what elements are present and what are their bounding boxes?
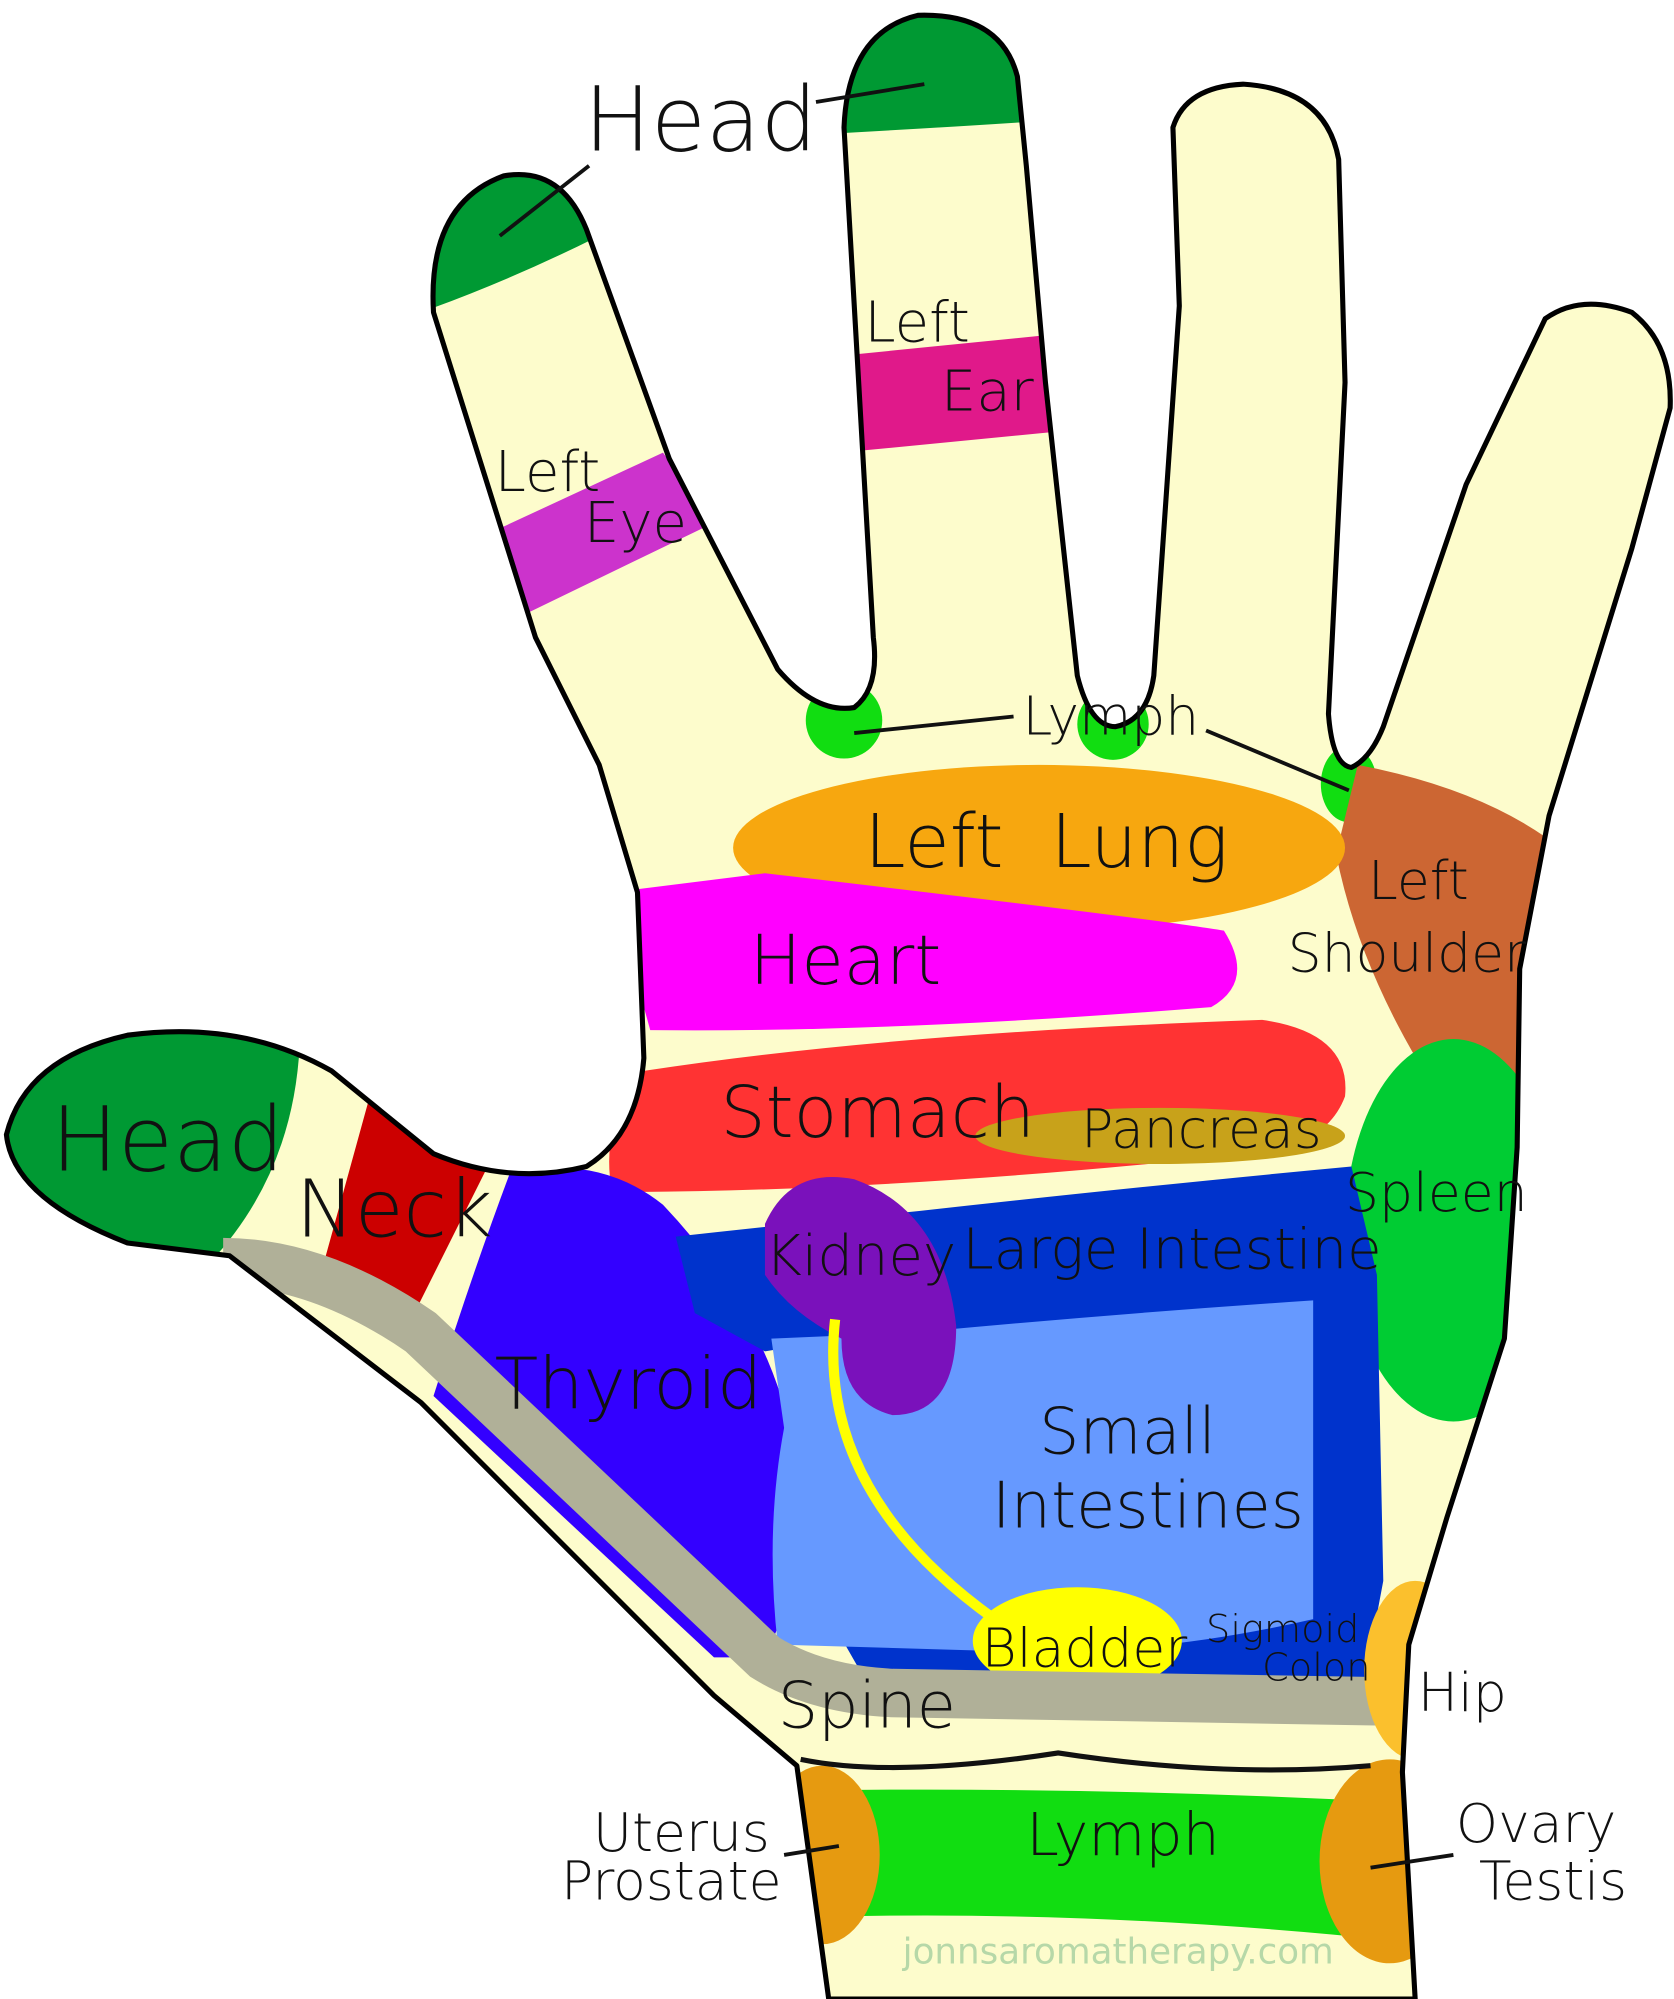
label-stomach: Stomach xyxy=(720,1071,1035,1154)
wrist-lymph-zone xyxy=(764,1789,1428,1945)
label-lymph-fingers: Lymph xyxy=(1022,684,1199,747)
label-kidney: Kidney xyxy=(765,1224,956,1289)
label-head-index: Head xyxy=(584,68,817,172)
label-pancreas: Pancreas xyxy=(1081,1097,1322,1160)
head-zone-middle xyxy=(815,15,1046,134)
spine-zone xyxy=(222,1237,1416,1727)
kidney-zone xyxy=(764,1176,957,1416)
label-thyroid: Thyroid xyxy=(495,1343,763,1426)
leader-lymph-1 xyxy=(854,714,1014,735)
label-sigmoid-colon-2: Colon xyxy=(1262,1646,1370,1690)
label-uterus-prostate-2: Prostate xyxy=(561,1850,782,1913)
label-left-ear-2: Ear xyxy=(941,360,1034,425)
label-heart: Heart xyxy=(750,921,942,1001)
head-zone-thumb xyxy=(6,994,300,1263)
label-ovary-testis-1: Ovary xyxy=(1456,1792,1616,1855)
uterus-prostate-zone xyxy=(764,1765,880,1945)
label-left-eye-2: Eye xyxy=(584,491,687,556)
label-head-thumb: Head xyxy=(51,1088,284,1192)
label-left-eye-1: Left xyxy=(495,440,601,505)
leader-head-index xyxy=(498,164,591,238)
ureter xyxy=(828,1318,998,1624)
label-spleen: Spleen xyxy=(1345,1161,1528,1224)
leader-uterus xyxy=(783,1844,840,1857)
label-bladder: Bladder xyxy=(982,1616,1188,1679)
leader-ovary xyxy=(1370,1853,1454,1870)
label-sigmoid-colon-1: Sigmoid xyxy=(1206,1608,1359,1652)
label-left-shoulder-2: Shoulder xyxy=(1288,921,1526,984)
leader-lymph-3 xyxy=(1205,728,1350,793)
left-ear-zone xyxy=(828,334,1065,453)
label-ovary-testis-2: Testis xyxy=(1479,1850,1627,1913)
watermark: jonnsaromatherapy.com xyxy=(902,1931,1334,1972)
label-uterus-prostate-1: Uterus xyxy=(593,1801,770,1864)
left-eye-zone xyxy=(484,452,714,619)
label-small-intestines-2: Intestines xyxy=(992,1469,1304,1543)
label-lymph-wrist: Lymph xyxy=(1026,1801,1219,1869)
label-spine: Spine xyxy=(778,1669,956,1743)
pancreas-zone xyxy=(975,1107,1346,1164)
lymph-spot-1 xyxy=(805,682,883,759)
ovary-testis-zone xyxy=(1319,1759,1460,1964)
wrist-crease xyxy=(800,1750,1371,1773)
heart-zone xyxy=(611,873,1238,1031)
label-left-ear-1: Left xyxy=(864,291,970,356)
label-left-shoulder-1: Left xyxy=(1368,849,1469,912)
leader-head-middle xyxy=(815,82,925,104)
label-small-intestines-1: Small xyxy=(1039,1395,1216,1469)
label-left-lung: Left Lung xyxy=(864,799,1228,885)
label-large-intestine: Large Intestine xyxy=(963,1217,1382,1282)
label-neck: Neck xyxy=(296,1164,493,1256)
left-shoulder-zone xyxy=(1336,764,1569,1148)
bladder-zone xyxy=(972,1587,1182,1695)
label-hip: Hip xyxy=(1418,1661,1507,1724)
